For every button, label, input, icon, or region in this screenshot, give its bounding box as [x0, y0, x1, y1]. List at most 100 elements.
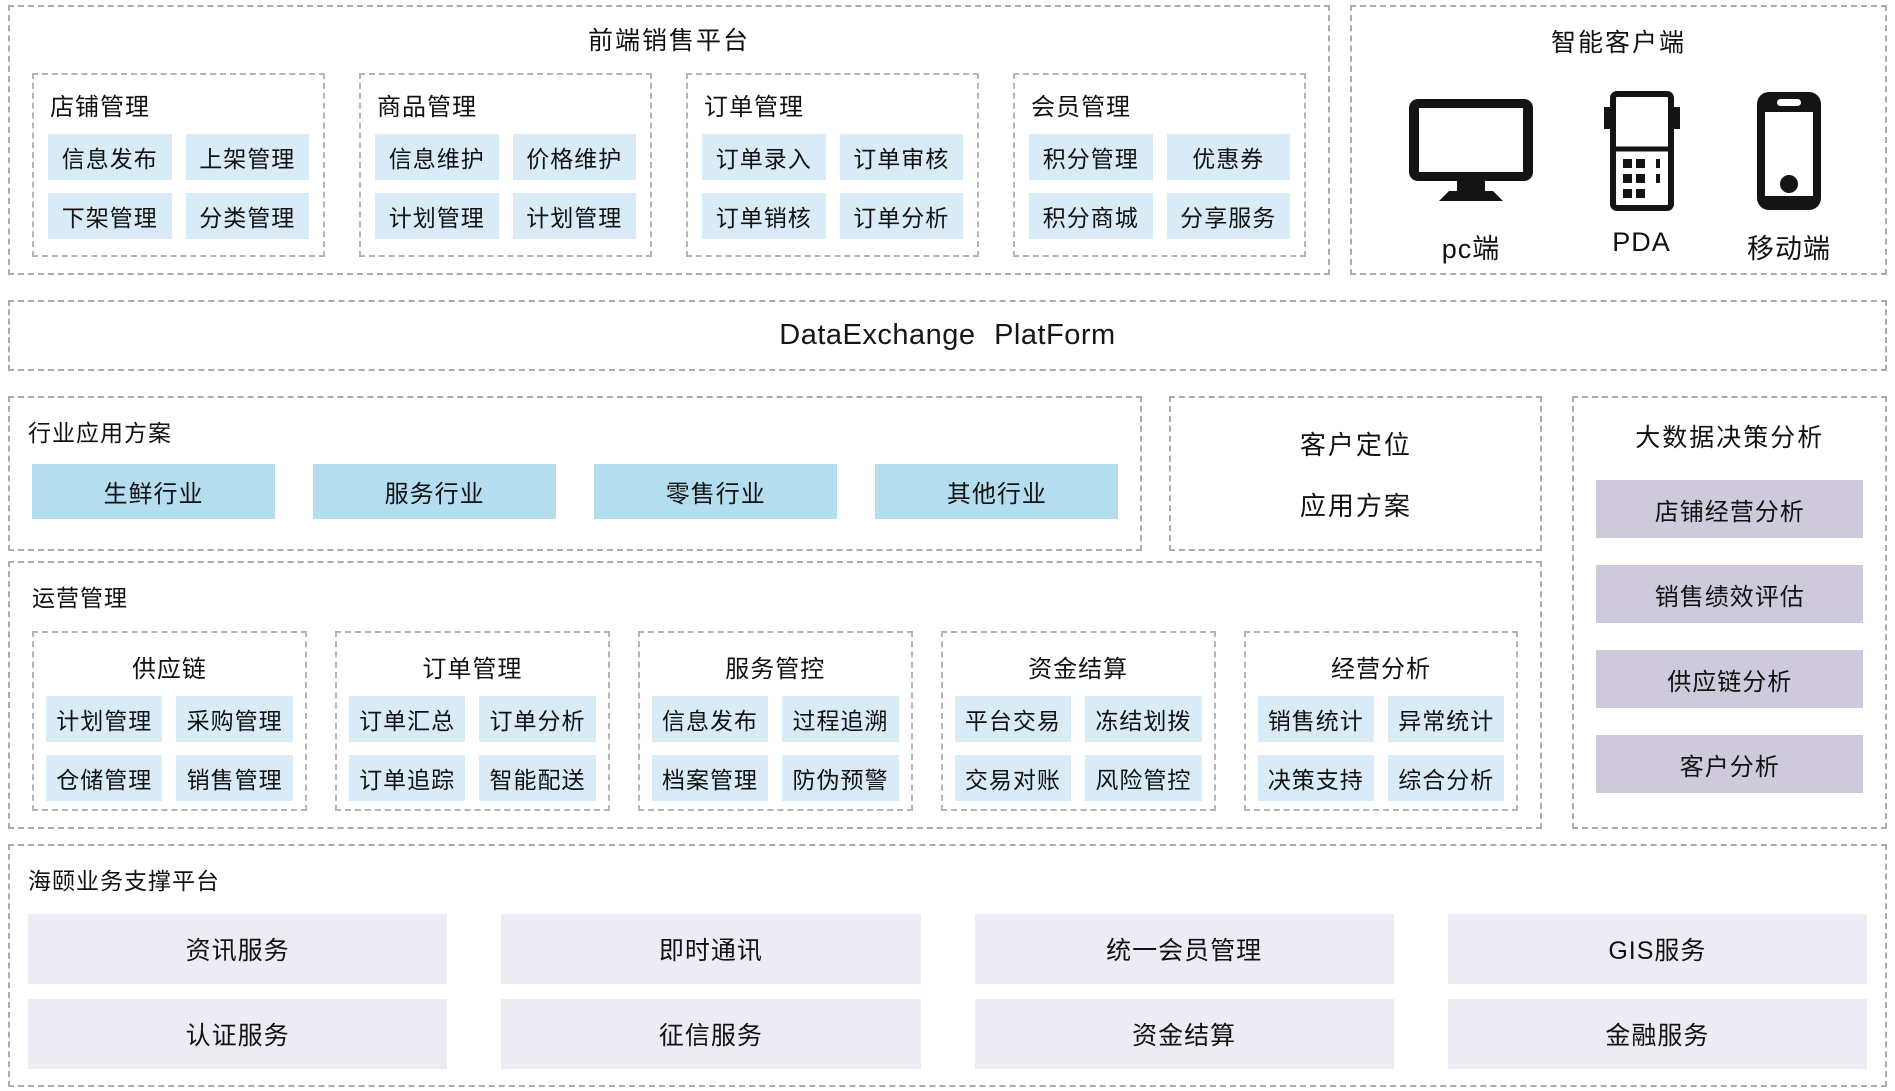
smart-client-title: 智能客户端	[1550, 29, 1686, 57]
bigdata-title: 大数据决策分析	[1635, 424, 1825, 452]
frontend-sales-platform-section: 前端销售平台 店铺管理 信息发布 上架管理 下架管理 分类管理 商品管理 信息维…	[8, 5, 1330, 275]
industry-item: 零售行业	[594, 464, 838, 519]
group-fund-settlement: 资金结算 平台交易 冻结划拨 交易对账 风险管控	[940, 631, 1216, 811]
industry-item: 服务行业	[313, 464, 557, 519]
group-title: 订单管理	[704, 94, 804, 121]
group-product-management: 商品管理 信息维护 价格维护 计划管理 计划管理	[359, 73, 652, 257]
operations-management-section: 运营管理 供应链 计划管理 采购管理 仓储管理 销售管理 订单管理	[8, 561, 1543, 829]
group-title: 商品管理	[377, 94, 477, 121]
feature-chip: 采购管理	[176, 696, 293, 742]
feature-chip: 决策支持	[1257, 755, 1374, 801]
feature-chip: 订单销核	[702, 193, 826, 239]
feature-chip: 订单分析	[839, 193, 963, 239]
feature-chip: 信息发布	[651, 696, 769, 742]
chip-grid: 销售统计 异常统计 决策支持 综合分析	[1257, 696, 1505, 801]
group-supply-chain: 供应链 计划管理 采购管理 仓储管理 销售管理	[32, 631, 307, 811]
feature-chip: 计划管理	[46, 696, 163, 742]
chip-grid: 信息发布 过程追溯 档案管理 防伪预警	[651, 696, 899, 801]
device-list: pc端	[1372, 85, 1865, 266]
industry-solutions-section: 行业应用方案 生鲜行业 服务行业 零售行业 其他行业	[8, 396, 1143, 551]
customer-positioning-section: 客户定位 应用方案	[1169, 396, 1543, 551]
group-title: 经营分析	[1331, 656, 1431, 683]
group-title: 店铺管理	[50, 94, 150, 121]
device-mobile: 移动端	[1747, 85, 1831, 266]
feature-chip: 信息发布	[48, 134, 172, 180]
customer-positioning-line2: 应用方案	[1299, 490, 1412, 521]
bigdata-items: 店铺经营分析 销售绩效评估 供应链分析 客户分析	[1596, 480, 1863, 793]
group-order-management: 订单管理 订单录入 订单审核 订单销核 订单分析	[686, 73, 979, 257]
support-platform-title: 海颐业务支撑平台	[28, 868, 220, 894]
feature-chip: 交易对账	[954, 755, 1072, 801]
middle-left-column: 行业应用方案 生鲜行业 服务行业 零售行业 其他行业 客户定位 应用方案 运营管…	[8, 396, 1543, 829]
feature-chip: 风险管控	[1085, 755, 1202, 801]
pda-icon	[1600, 85, 1684, 217]
feature-chip: 积分管理	[1029, 134, 1153, 180]
bigdata-item: 客户分析	[1596, 735, 1863, 793]
feature-chip: 下架管理	[48, 193, 172, 239]
industry-title: 行业应用方案	[28, 420, 172, 446]
top-row: 前端销售平台 店铺管理 信息发布 上架管理 下架管理 分类管理 商品管理 信息维…	[8, 5, 1887, 275]
feature-chip: 订单汇总	[348, 696, 466, 742]
feature-chip: 订单分析	[479, 696, 596, 742]
chip-grid: 积分管理 优惠券 积分商城 分享服务	[1029, 134, 1290, 239]
group-title: 资金结算	[1028, 656, 1129, 683]
feature-chip: 智能配送	[479, 755, 596, 801]
support-service-item: 统一会员管理	[974, 914, 1394, 984]
chip-grid: 信息发布 上架管理 下架管理 分类管理	[48, 134, 309, 239]
group-service-control: 服务管控 信息发布 过程追溯 档案管理 防伪预警	[637, 631, 913, 811]
device-pc: pc端	[1406, 85, 1536, 266]
device-label: pc端	[1441, 234, 1501, 264]
support-service-item: 征信服务	[501, 999, 921, 1069]
bigdata-item: 销售绩效评估	[1596, 565, 1863, 623]
middle-row: 行业应用方案 生鲜行业 服务行业 零售行业 其他行业 客户定位 应用方案 运营管…	[8, 396, 1887, 829]
group-business-analysis: 经营分析 销售统计 异常统计 决策支持 综合分析	[1243, 631, 1519, 811]
feature-chip: 仓储管理	[46, 755, 163, 801]
feature-chip: 订单审核	[839, 134, 963, 180]
feature-chip: 优惠券	[1166, 134, 1290, 180]
customer-positioning-line1: 客户定位	[1299, 429, 1412, 460]
support-service-item: 资讯服务	[28, 914, 448, 984]
group-title: 服务管控	[725, 656, 826, 683]
bigdata-item: 供应链分析	[1596, 650, 1863, 708]
feature-chip: 信息维护	[375, 134, 499, 180]
group-title: 会员管理	[1031, 94, 1131, 121]
group-title: 供应链	[131, 656, 207, 683]
feature-chip: 防伪预警	[782, 755, 899, 801]
desktop-monitor-icon	[1406, 85, 1536, 217]
group-title: 订单管理	[422, 656, 523, 683]
feature-chip: 销售统计	[1257, 696, 1374, 742]
support-service-item: GIS服务	[1447, 914, 1867, 984]
industry-items: 生鲜行业 服务行业 零售行业 其他行业	[32, 464, 1119, 519]
support-platform-items: 资讯服务 即时通讯 统一会员管理 GIS服务 认证服务 征信服务 资金结算 金融…	[28, 914, 1867, 1069]
support-service-item: 即时通讯	[501, 914, 921, 984]
feature-chip: 计划管理	[512, 193, 636, 239]
chip-grid: 订单汇总 订单分析 订单追踪 智能配送	[348, 696, 596, 801]
bigdata-item: 店铺经营分析	[1596, 480, 1863, 538]
operations-groups: 供应链 计划管理 采购管理 仓储管理 销售管理 订单管理 订单汇总 订单分析	[32, 631, 1519, 811]
feature-chip: 计划管理	[375, 193, 499, 239]
feature-chip: 积分商城	[1029, 193, 1153, 239]
data-exchange-title: DataExchange PlatForm	[779, 319, 1116, 351]
device-label: PDA	[1612, 227, 1671, 257]
feature-chip: 综合分析	[1388, 755, 1505, 801]
feature-chip: 过程追溯	[782, 696, 899, 742]
feature-chip: 订单录入	[702, 134, 826, 180]
mobile-phone-icon	[1753, 85, 1825, 217]
support-service-item: 金融服务	[1447, 999, 1867, 1069]
feature-chip: 平台交易	[954, 696, 1072, 742]
chip-grid: 订单录入 订单审核 订单销核 订单分析	[702, 134, 963, 239]
group-member-management: 会员管理 积分管理 优惠券 积分商城 分享服务	[1013, 73, 1306, 257]
bigdata-analysis-section: 大数据决策分析 店铺经营分析 销售绩效评估 供应链分析 客户分析	[1572, 396, 1887, 829]
support-service-item: 认证服务	[28, 999, 448, 1069]
feature-chip: 订单追踪	[348, 755, 466, 801]
industry-item: 生鲜行业	[32, 464, 276, 519]
device-pda: PDA	[1600, 85, 1684, 266]
feature-chip: 异常统计	[1388, 696, 1505, 742]
support-service-item: 资金结算	[974, 999, 1394, 1069]
chip-grid: 平台交易 冻结划拨 交易对账 风险管控	[954, 696, 1202, 801]
feature-chip: 分享服务	[1166, 193, 1290, 239]
group-order-management-ops: 订单管理 订单汇总 订单分析 订单追踪 智能配送	[334, 631, 610, 811]
support-platform-section: 海颐业务支撑平台 资讯服务 即时通讯 统一会员管理 GIS服务 认证服务 征信服…	[8, 844, 1887, 1087]
device-label: 移动端	[1747, 234, 1831, 264]
